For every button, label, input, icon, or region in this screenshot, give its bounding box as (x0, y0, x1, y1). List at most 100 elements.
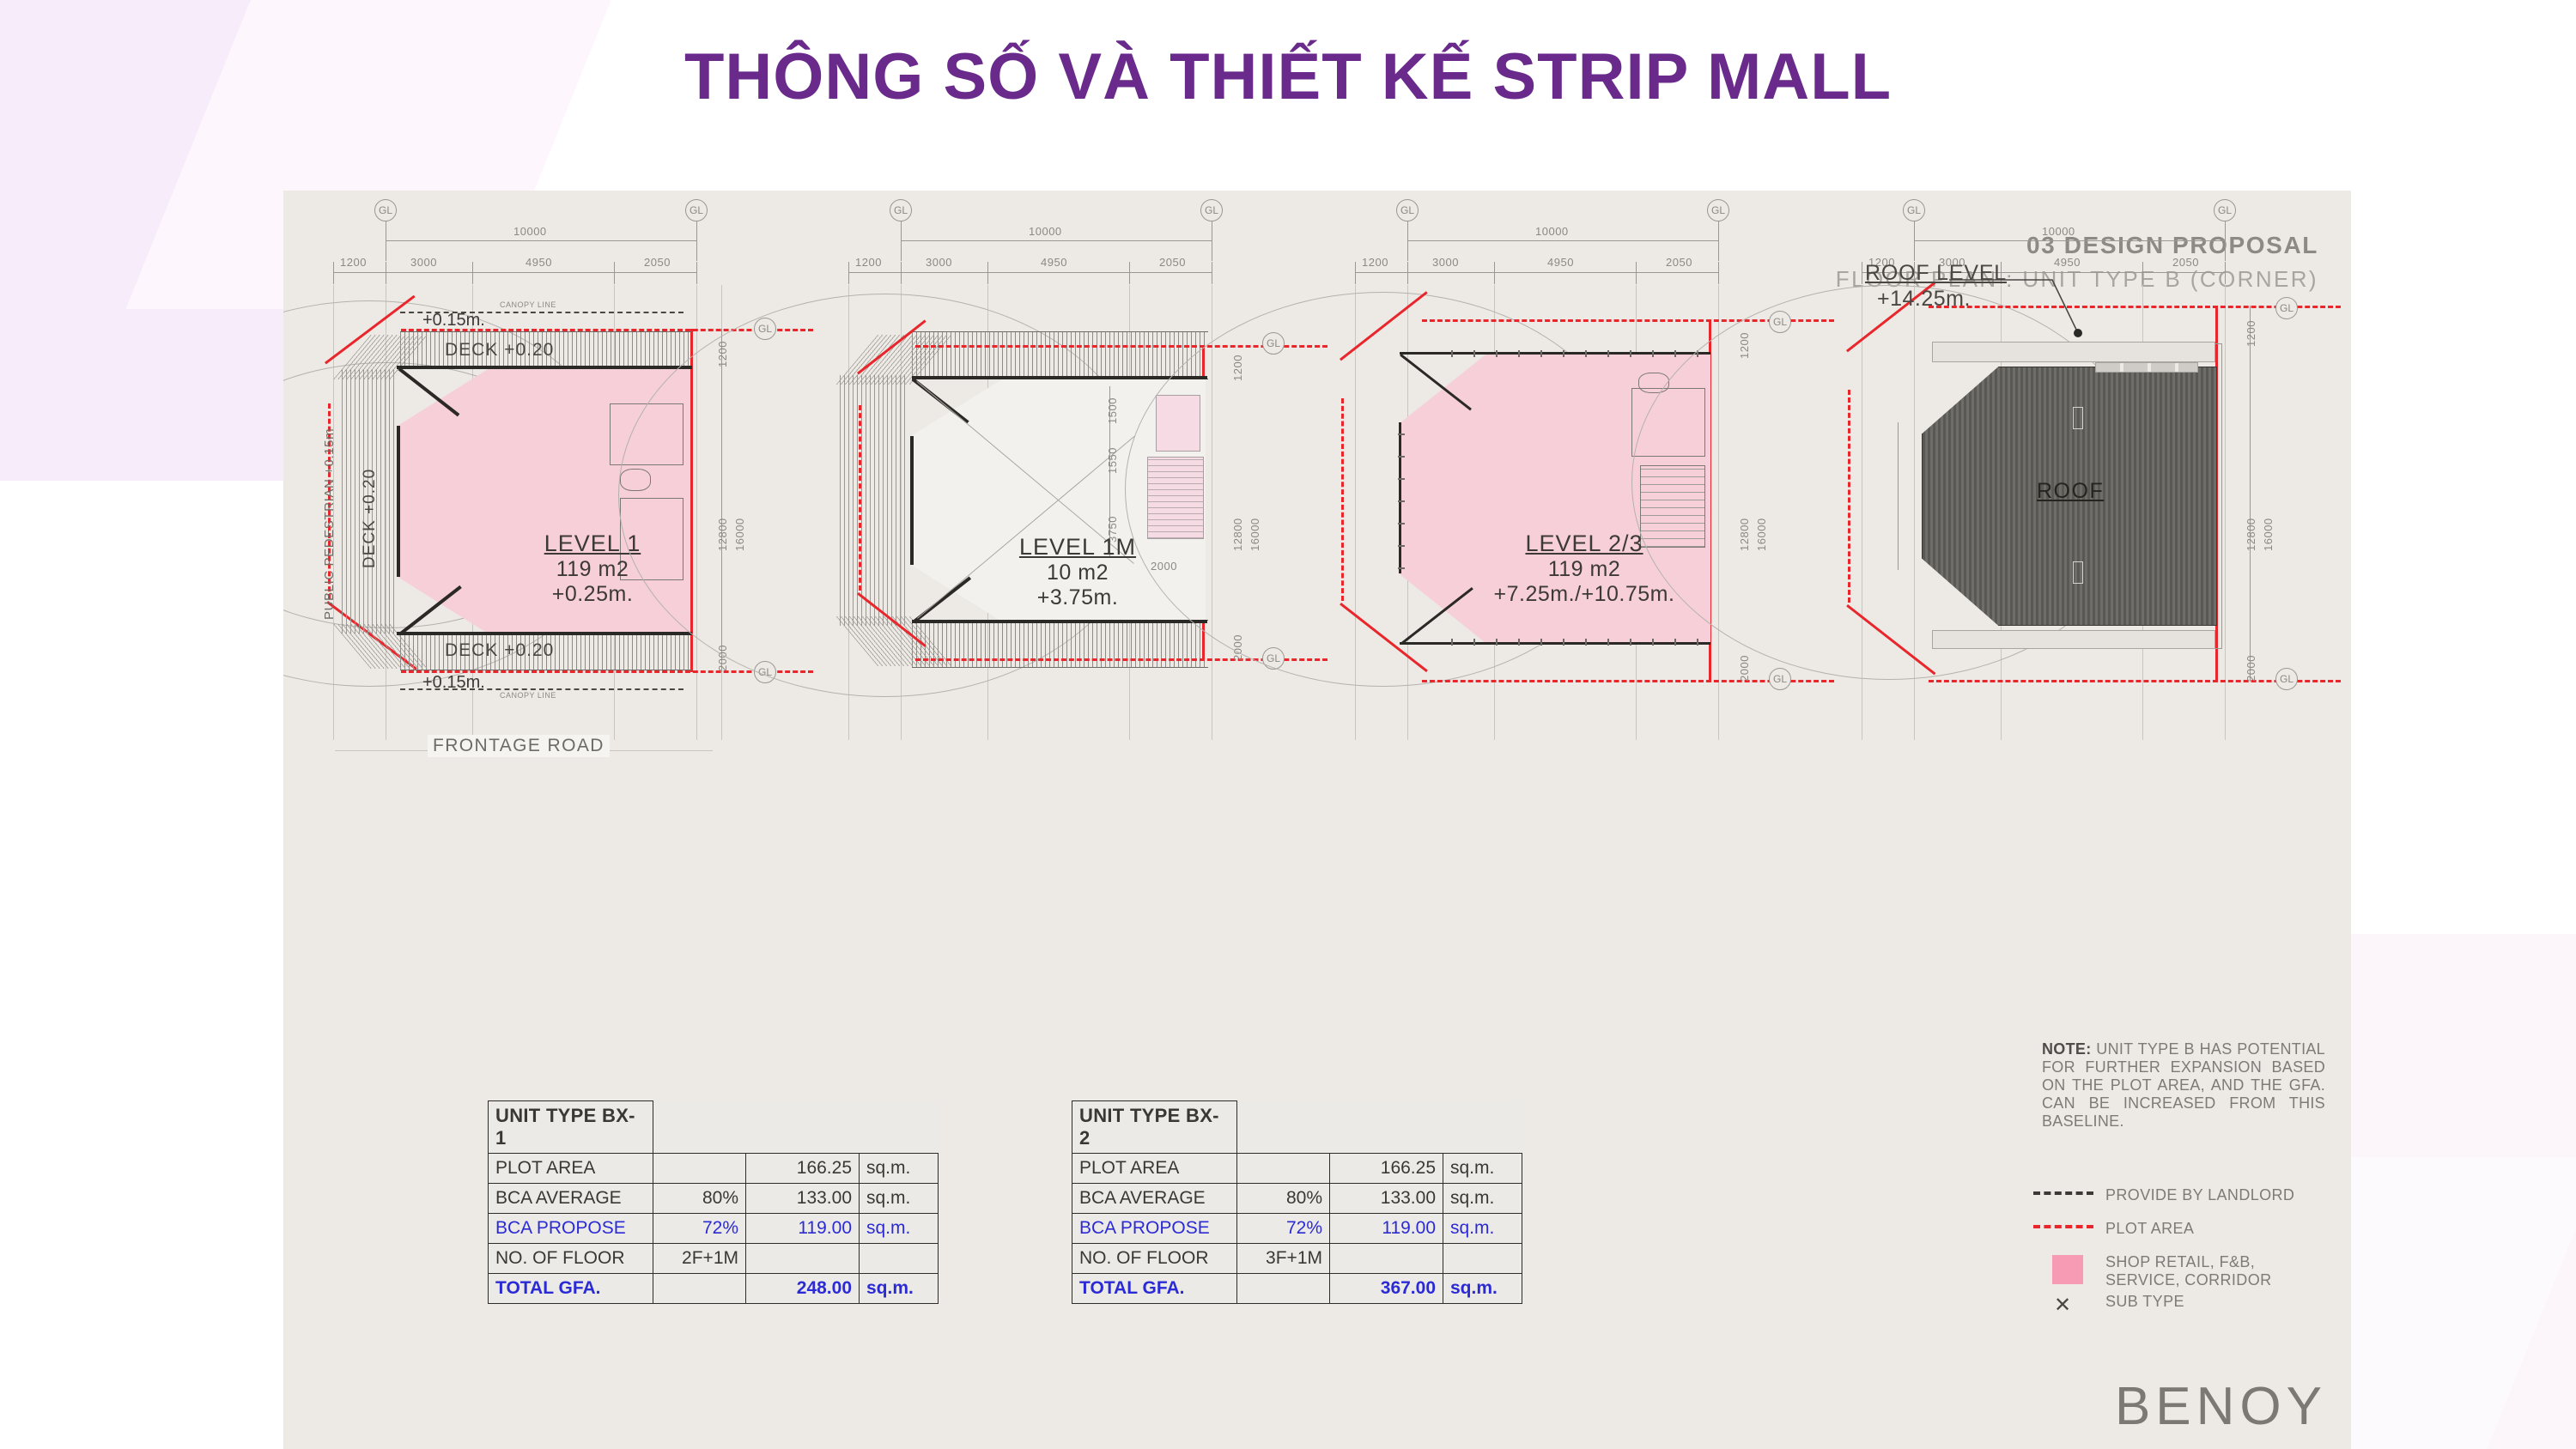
deck-left (342, 369, 395, 634)
plot-area-boundary-top (915, 345, 1327, 348)
dim-chain-2050: 2050 (1666, 256, 1692, 269)
pink-swatch-icon (2033, 1253, 2105, 1284)
window-mullions-bottom (1451, 639, 1709, 646)
legend-item-shop-retail: SHOP RETAIL, F&B, SERVICE, CORRIDOR (2033, 1253, 2325, 1289)
canopy-line-bottom (400, 688, 683, 690)
legend-item-provide-by-landlord: PROVIDE BY LANDLORD (2033, 1186, 2325, 1204)
dim-chain-2050: 2050 (644, 256, 671, 269)
frontage-road-label: FRONTAGE ROAD (428, 735, 610, 757)
plot-area-boundary-bottom (1929, 680, 2341, 682)
dim-vertical-mid: 12800 (2245, 518, 2257, 551)
row-value: 119.00 (1329, 1213, 1443, 1244)
grid-bubble-gl: GL (2214, 199, 2236, 221)
row-value: 119.00 (745, 1213, 860, 1244)
grid-bubble-gl: GL (374, 199, 397, 221)
canopy-line-top (400, 312, 683, 313)
row-unit: sq.m. (859, 1273, 939, 1304)
note-text: UNIT TYPE B HAS POTENTIAL FOR FURTHER EX… (2042, 1040, 2325, 1130)
dim-mezz-1500: 1500 (1106, 397, 1119, 424)
row-unit: sq.m. (859, 1153, 939, 1184)
row-label: NO. OF FLOOR (1072, 1243, 1237, 1274)
row-label: PLOT AREA (1072, 1153, 1237, 1184)
dim-chain-1200: 1200 (855, 256, 882, 269)
dim-chain-3000: 3000 (1939, 256, 1965, 269)
plot-area-boundary-bottom (1422, 680, 1834, 682)
row-value: 133.00 (745, 1183, 860, 1214)
dim-vertical-bottom: 2000 (2245, 655, 2257, 682)
design-note: NOTE: UNIT TYPE B HAS POTENTIAL FOR FURT… (2042, 1040, 2325, 1131)
row-pct: 72% (1236, 1213, 1330, 1244)
dim-vertical-overall: 16000 (2262, 518, 2275, 551)
row-pct (1236, 1153, 1330, 1184)
grid-bubble-gl: GL (1396, 199, 1419, 221)
dim-overall-horizontal: 10000 (1029, 225, 1062, 238)
roof-level-label: ROOF LEVEL (1865, 261, 2007, 285)
row-label: NO. OF FLOOR (488, 1243, 653, 1274)
red-dash-dot-line-icon (2033, 1220, 2105, 1228)
legend-label: PLOT AREA (2105, 1220, 2195, 1237)
row-pct (653, 1273, 746, 1304)
roof-level-leader-line (1949, 279, 2082, 337)
level-1m-title-block: LEVEL 1M 10 m2 +3.75m. (970, 534, 1185, 610)
canopy-line-label-top: CANOPY LINE (500, 300, 556, 309)
dim-chain-3000: 3000 (410, 256, 437, 269)
deck-top (400, 331, 692, 369)
roof-gutter-top (1932, 342, 2215, 362)
row-unit: sq.m. (1443, 1273, 1522, 1304)
deck-label-top: DECK +0.20 (445, 340, 555, 360)
table-row: NO. OF FLOOR 2F+1M (488, 1243, 939, 1274)
dashed-black-line-icon (2033, 1186, 2105, 1195)
dim-chain-1200: 1200 (340, 256, 367, 269)
row-value: 166.25 (1329, 1153, 1443, 1184)
row-value: 166.25 (745, 1153, 860, 1184)
dim-mezz-1550: 1550 (1106, 447, 1119, 474)
row-value (745, 1243, 860, 1274)
dim-overall-horizontal: 10000 (513, 225, 547, 238)
drawing-header-line1: 03 DESIGN PROPOSAL (2026, 232, 2318, 258)
level-1m-elevation: +3.75m. (1036, 585, 1119, 609)
table-header-bx-2: UNIT TYPE BX-2 (1072, 1100, 1237, 1154)
page-title: THÔNG SỐ VÀ THIẾT KẾ STRIP MALL (683, 40, 1893, 113)
legend-label: SUB TYPE (2105, 1293, 2184, 1310)
roof-drain-upper (2073, 407, 2083, 429)
floor-plan-level-1: GL GL 10000 1200 3000 4950 2050 (283, 191, 813, 1092)
level-2-3-name: LEVEL 2/3 (1525, 530, 1643, 556)
level-2-3-elevation: +7.25m./+10.75m. (1493, 582, 1675, 606)
dim-chain-1200: 1200 (1868, 256, 1895, 269)
row-label: PLOT AREA (488, 1153, 653, 1184)
row-unit: sq.m. (1443, 1153, 1522, 1184)
row-label: TOTAL GFA. (488, 1273, 653, 1304)
plot-area-boundary-bottom (401, 670, 813, 673)
roof-surface (1922, 367, 2217, 626)
roof-level-value: +14.25m. (1877, 287, 1971, 311)
dim-chain-2050: 2050 (1159, 256, 1186, 269)
grid-bubble-gl: GL (2275, 668, 2298, 690)
row-unit (1443, 1243, 1522, 1274)
dim-chain-3000: 3000 (926, 256, 952, 269)
table-row: NO. OF FLOOR 3F+1M (1072, 1243, 1522, 1274)
table-row: TOTAL GFA. 367.00 sq.m. (1072, 1273, 1522, 1304)
void-hatch-left (840, 375, 908, 626)
void-hatch-top (912, 331, 1208, 379)
grid-bubble-gl: GL (1769, 668, 1791, 690)
plot-area-boundary-left (328, 403, 331, 599)
row-pct: 3F+1M (1236, 1243, 1330, 1274)
row-unit: sq.m. (859, 1183, 939, 1214)
grid-bubble-gl: GL (1903, 199, 1925, 221)
plot-area-boundary-bottom (915, 658, 1327, 661)
window-mullions-left (1398, 427, 1405, 569)
row-label: BCA AVERAGE (1072, 1183, 1237, 1214)
level-1m-area: 10 m2 (1047, 561, 1109, 585)
floor-plan-roof: GL GL 10000 1200 3000 4950 2050 (1631, 191, 2341, 1092)
row-pct: 72% (653, 1213, 746, 1244)
canopy-line-label-bottom: CANOPY LINE (500, 691, 556, 700)
table-row: TOTAL GFA. 248.00 sq.m. (488, 1273, 939, 1304)
dim-chain-2050: 2050 (2172, 256, 2199, 269)
level-1-elevation: +0.25m. (551, 582, 634, 606)
legend: PROVIDE BY LANDLORD PLOT AREA SHOP RETAI… (2033, 1186, 2325, 1329)
dim-chain-3000: 3000 (1432, 256, 1459, 269)
grid-bubble-gl: GL (2275, 297, 2298, 319)
dim-vertical-bottom: 2000 (1738, 655, 1751, 682)
row-pct (1236, 1273, 1330, 1304)
dim-chain-4950: 4950 (526, 256, 552, 269)
